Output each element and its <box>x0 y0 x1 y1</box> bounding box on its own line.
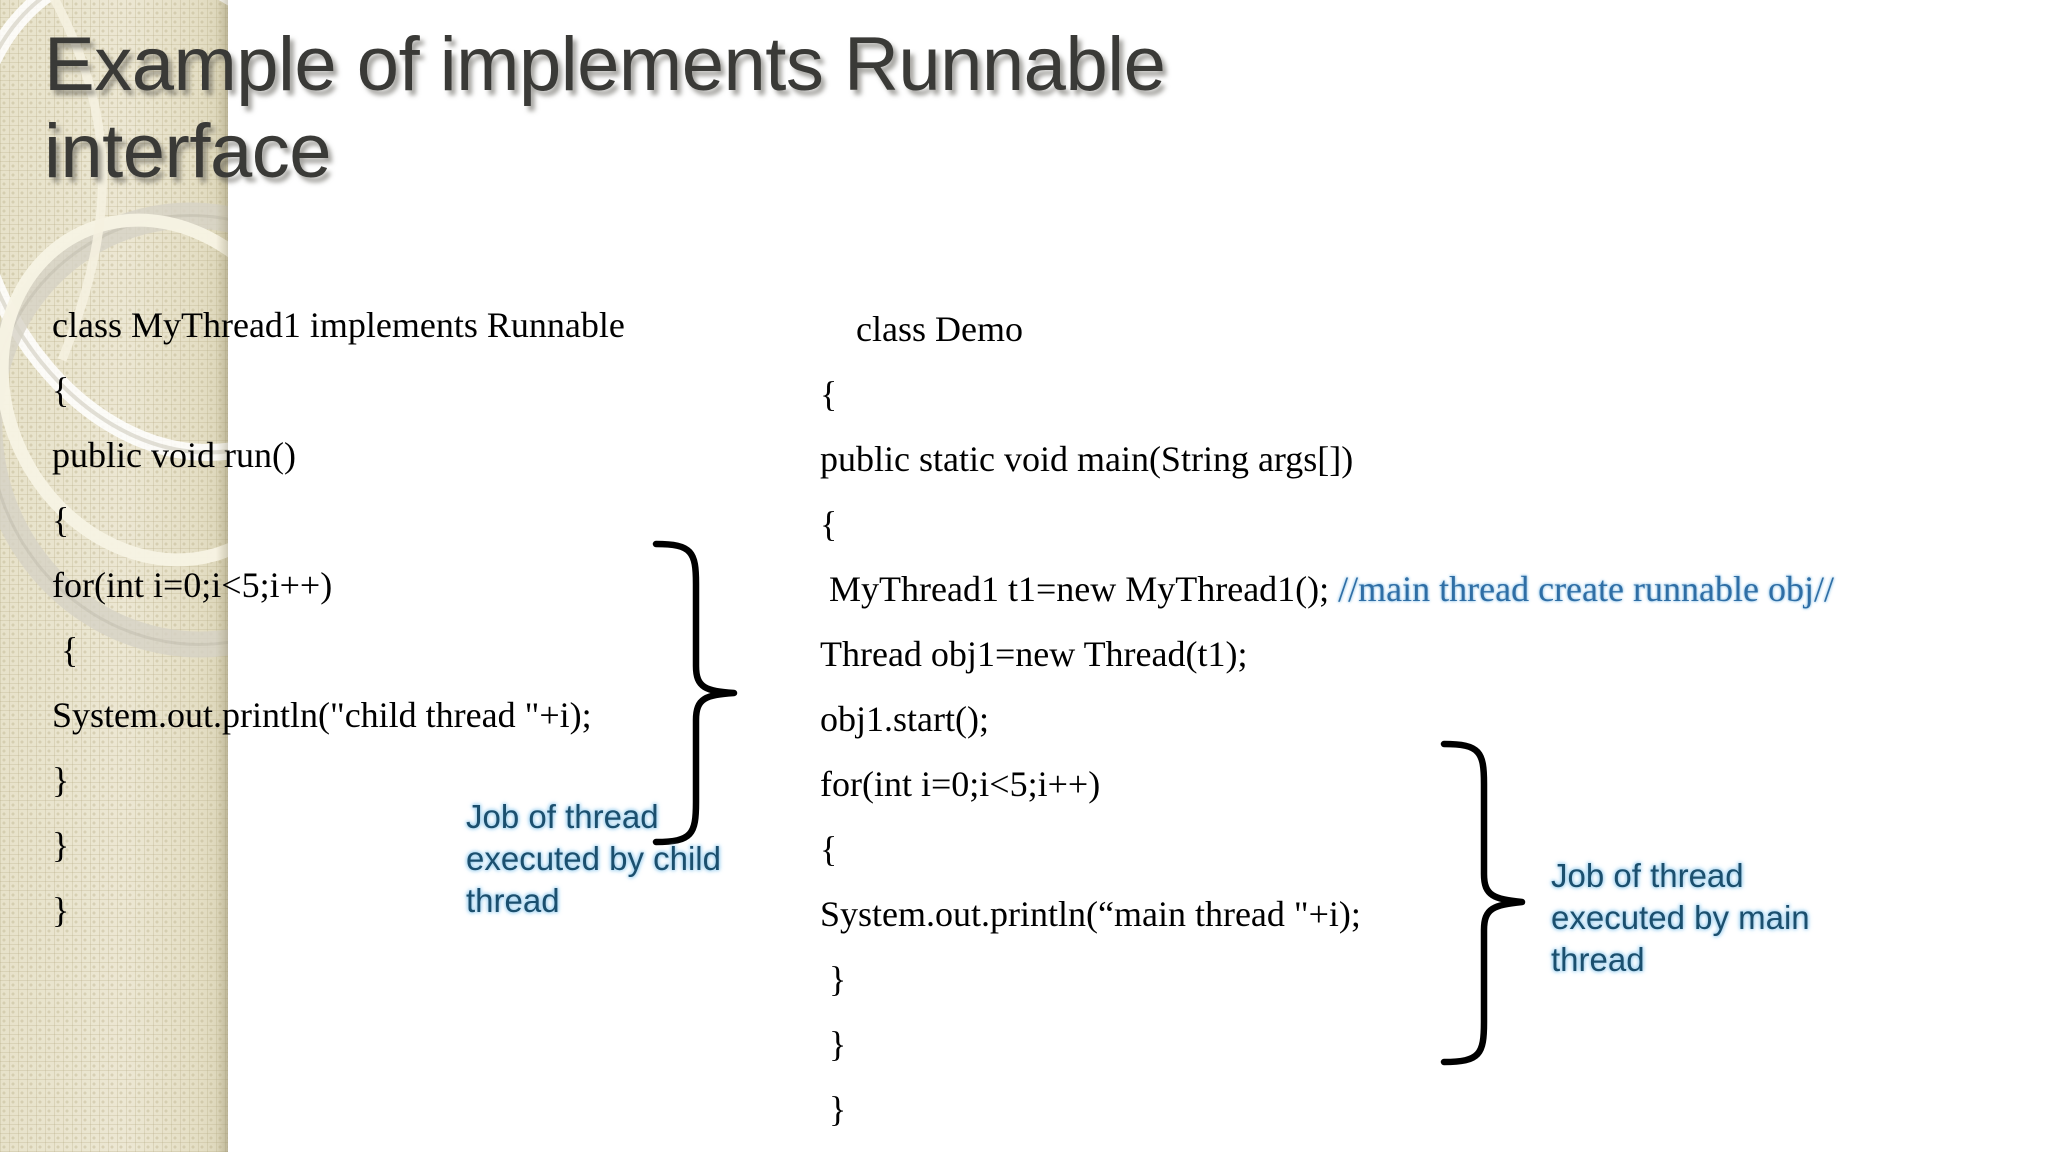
right-code-block: class Demo { public static void main(Str… <box>820 296 2048 1141</box>
code-line: } <box>52 824 70 865</box>
code-line: } <box>820 1088 847 1129</box>
code-line: { <box>52 629 79 670</box>
code-line: System.out.println(“main thread "+i); <box>820 893 1361 934</box>
callout-main-thread: Job of thread executed by main thread <box>1551 857 1810 978</box>
code-line: for(int i=0;i<5;i++) <box>820 763 1101 804</box>
code-line: { <box>52 499 70 540</box>
code-text: MyThread1 t1=new MyThread1(); <box>820 568 1339 609</box>
code-line: } <box>52 759 70 800</box>
slide-title: Example of implements Runnable interface <box>44 22 1166 194</box>
code-line: { <box>820 373 838 414</box>
inline-comment: //main thread create runnable obj// <box>1338 568 1834 609</box>
code-line: for(int i=0;i<5;i++) <box>52 564 333 605</box>
code-line: class Demo <box>820 308 1023 349</box>
code-line: { <box>52 369 70 410</box>
code-line: } <box>820 958 847 999</box>
code-line: } <box>820 1023 847 1064</box>
code-line: public void run() <box>52 434 296 475</box>
code-line: System.out.println("child thread "+i); <box>52 694 592 735</box>
code-line: { <box>820 503 838 544</box>
decorative-sidebar <box>0 0 228 1152</box>
sidebar-edge-shadow <box>216 0 228 1152</box>
code-line: obj1.start(); <box>820 698 989 739</box>
code-line-with-comment: MyThread1 t1=new MyThread1(); //main thr… <box>820 556 2048 621</box>
code-line: { <box>820 828 838 869</box>
code-line: public static void main(String args[]) <box>820 438 1354 479</box>
left-code-block: class MyThread1 implements Runnable { pu… <box>52 292 692 942</box>
callout-child-thread: Job of thread executed by child thread <box>466 798 721 919</box>
code-line: Thread obj1=new Thread(t1); <box>820 633 1248 674</box>
code-line: class MyThread1 implements Runnable <box>52 304 625 345</box>
code-line: } <box>52 889 70 930</box>
